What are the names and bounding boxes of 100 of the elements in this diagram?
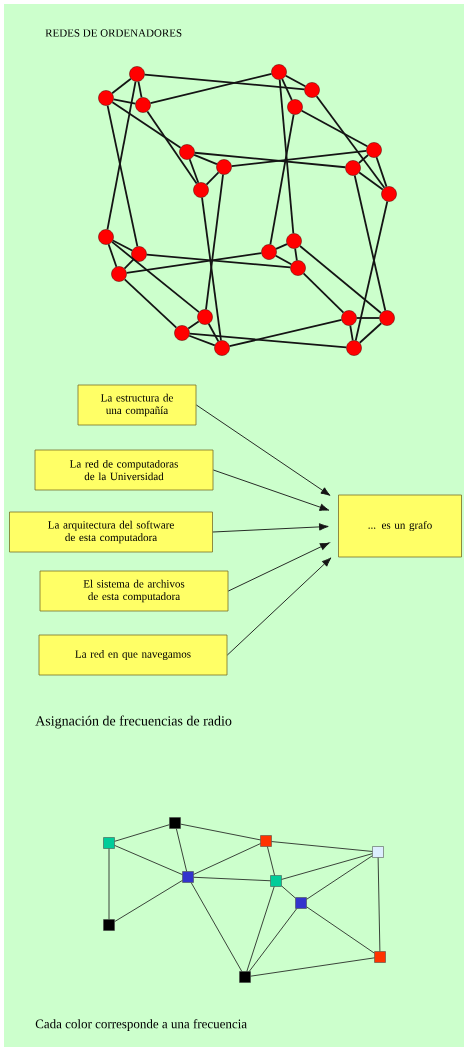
graph-edge <box>193 151 347 169</box>
graph-edge <box>205 173 224 311</box>
graph-edge <box>123 278 178 329</box>
graph-vertex <box>271 64 287 80</box>
graph-edge <box>248 908 298 972</box>
graph-edge <box>355 317 381 319</box>
graph-vertex <box>261 244 277 260</box>
graph-vertex <box>98 90 114 106</box>
arrow <box>212 469 330 511</box>
graph-edge <box>228 318 343 348</box>
text-box: ... es un grafo <box>338 494 462 558</box>
graph-edge <box>274 254 293 266</box>
graph-vertex <box>346 340 362 356</box>
graph-edge <box>188 158 200 184</box>
graph-edge <box>190 882 243 972</box>
graph-edge <box>111 101 182 149</box>
graph-edge <box>193 154 218 165</box>
graph-edge <box>267 846 275 876</box>
graph-vertex <box>374 951 386 963</box>
graph-vertex <box>182 871 194 883</box>
graph-vertex <box>216 159 232 175</box>
graph-edge <box>125 252 263 274</box>
graph-edge <box>353 174 387 312</box>
graph-vertex <box>304 82 320 98</box>
graph-edge <box>306 906 375 954</box>
graph-vertex <box>341 310 357 326</box>
graph-edge <box>300 109 369 148</box>
graph-vertex <box>135 97 151 113</box>
graph-edge <box>176 828 187 872</box>
graph-vertex <box>197 309 213 325</box>
graph-edge <box>306 855 373 900</box>
arrow <box>226 557 332 656</box>
caption: Cada color corresponde a una frecuencia <box>35 1019 247 1031</box>
graph-edge <box>284 74 307 88</box>
graph-edge <box>201 196 222 342</box>
graph-vertex <box>131 246 147 262</box>
graph-vertex <box>381 186 397 202</box>
graph-vertex <box>98 229 114 245</box>
graph-vertex <box>345 160 361 176</box>
graph-edge <box>271 841 373 852</box>
graph-edge <box>193 843 261 875</box>
graph-edge <box>114 845 183 875</box>
graph-vertex <box>372 846 384 858</box>
section-heading: Asignación de frecuencias de radio <box>35 715 232 729</box>
graph-edge <box>193 876 271 882</box>
graph-vertex <box>290 260 306 276</box>
graph-vertex <box>193 182 209 198</box>
graph-edge <box>281 78 293 101</box>
graph-vertex <box>103 837 115 849</box>
graph-edge <box>106 80 137 231</box>
graph-edge <box>250 957 375 977</box>
graph-edge <box>180 823 261 841</box>
graph-edge <box>269 113 295 246</box>
graph-vertex <box>366 142 382 158</box>
arrow <box>212 523 329 533</box>
graph-edge <box>275 243 288 250</box>
graph-edge <box>354 200 389 342</box>
graph-edge <box>207 322 220 343</box>
graph-edge <box>137 80 143 99</box>
graph-edge <box>377 857 381 952</box>
graph-edge <box>106 104 139 248</box>
graph-vertex <box>286 233 302 249</box>
graph-vertex <box>214 340 230 356</box>
graph-edge <box>112 98 137 105</box>
graph-edge <box>358 154 369 164</box>
graph-edge <box>188 332 348 349</box>
graph-edge <box>278 78 295 235</box>
graph-edge <box>112 239 133 252</box>
graph-vertex <box>129 66 145 82</box>
text-box: La estructura de una compañía <box>77 384 197 426</box>
graph-edge <box>230 149 368 168</box>
graph-edge <box>107 243 118 268</box>
graph-edge <box>281 885 296 899</box>
graph-edge <box>281 853 373 880</box>
graph-edge <box>187 320 200 330</box>
graph-edge <box>302 272 345 314</box>
graph-edge <box>358 322 383 344</box>
graph-edge <box>349 324 354 342</box>
graph-edge <box>123 258 135 270</box>
graph-edge <box>143 73 306 91</box>
text-box: La arquitectura del software de esta computadora <box>9 511 213 553</box>
graph-vertex <box>111 266 127 282</box>
arrow <box>227 542 330 592</box>
graph-vertex <box>174 325 190 341</box>
graph-vertex <box>103 919 115 931</box>
graph-vertex <box>295 897 307 909</box>
graph-edge <box>246 886 275 972</box>
graph-edge <box>299 245 382 314</box>
graph-edge <box>146 110 198 185</box>
graph-edge <box>375 156 388 188</box>
graph-edge <box>315 95 386 189</box>
text-box: El sistema de archivos de esta computadora <box>39 570 229 612</box>
graph-edge <box>114 880 183 922</box>
graph-vertex <box>169 817 181 829</box>
graph-vertex <box>239 971 251 983</box>
graph-edge <box>114 824 170 842</box>
heading: REDES DE ORDENADORES <box>45 29 182 37</box>
arrow <box>195 404 331 496</box>
graph-edge <box>205 171 220 186</box>
text-box: La red en que navegamos <box>38 634 228 676</box>
